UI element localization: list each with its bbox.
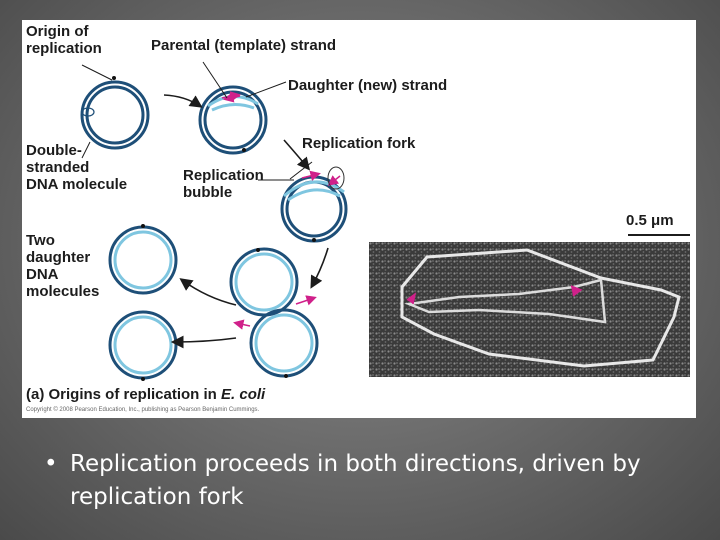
parental-strand-label: Parental (template) strand — [151, 37, 337, 54]
copyright-text: Copyright © 2008 Pearson Education, Inc.… — [26, 407, 260, 413]
two-daughter-label: Two daughter DNA molecules — [26, 232, 100, 300]
double-stranded-label: Double- stranded DNA molecule — [26, 142, 128, 193]
caption-prefix: (a) Origins of replication in — [26, 386, 222, 403]
replication-bubble-label: Replication bubble — [183, 167, 264, 201]
origin-label: Origin of replication — [26, 23, 102, 57]
dsdna-circle — [80, 76, 150, 150]
bullet-symbol: • — [44, 451, 58, 477]
theta-figure-eight — [229, 247, 319, 378]
electron-micrograph — [369, 242, 690, 377]
leader-lines — [81, 61, 313, 181]
daughter-circle-top — [108, 224, 178, 295]
scale-bar — [628, 234, 690, 236]
scale-label: 0.5 μm — [626, 212, 674, 229]
bullet-point: • Replication proceeds in both direction… — [44, 448, 694, 514]
replication-figure: Origin of replication Parental (template… — [22, 20, 696, 418]
bubble-circle-late — [280, 166, 348, 243]
bubble-circle-early — [198, 85, 268, 155]
replication-diagram — [80, 61, 348, 381]
replication-fork-label: Replication fork — [302, 135, 416, 152]
daughter-strand-label: Daughter (new) strand — [288, 77, 448, 94]
caption-organism: E. coli — [221, 386, 266, 403]
daughter-circle-bottom — [108, 310, 178, 381]
bullet-text: Replication proceeds in both directions,… — [70, 451, 641, 510]
figure-caption: (a) Origins of replication in E. coli — [26, 386, 265, 403]
